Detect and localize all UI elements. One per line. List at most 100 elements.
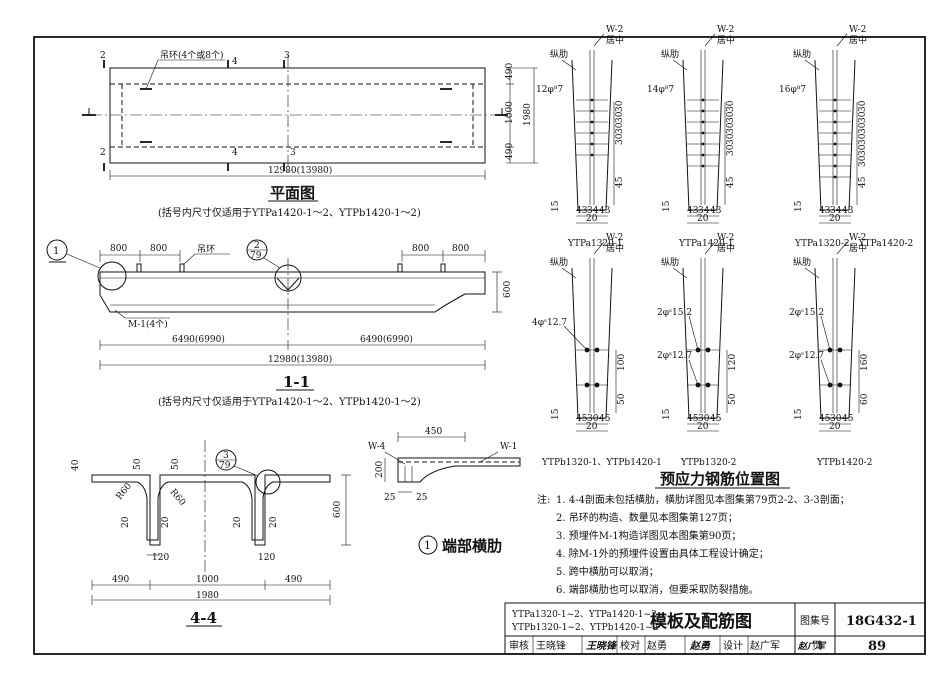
- dim-30: 30: [726, 133, 736, 145]
- rib-label-juzhong: 居中: [606, 242, 624, 254]
- dim-34: 34: [698, 206, 710, 216]
- end-rib-title: 端部横肋: [442, 537, 502, 555]
- dim-34: 34: [830, 206, 842, 216]
- rib-label-juzhong: 居中: [717, 34, 735, 46]
- note-1: 1. 4-4剖面未包括横肋，横肋详图见本图集第79页2-2、3-3剖面；: [556, 493, 850, 506]
- rebar-model-name: YTPa1320-1: [567, 239, 623, 249]
- rib-label-w2: W-2: [606, 233, 623, 243]
- elev-dim-600: 600: [503, 281, 513, 298]
- sec-dim-120a: 120: [152, 553, 169, 563]
- detail-callout-2-bottom: 79: [250, 251, 262, 261]
- dim-45b: 45: [710, 414, 722, 424]
- rebar-dot: [833, 131, 837, 135]
- note-5: 5. 跨中横肋可以取消；: [556, 565, 659, 578]
- m1-label: M-1(4个): [128, 319, 168, 330]
- dim-15: 15: [551, 200, 561, 212]
- rib-outline: [571, 267, 613, 419]
- sec-dim-1980: 1980: [196, 591, 219, 601]
- rib-label-zonglei: 纵肋: [661, 49, 679, 60]
- dim-30: 30: [726, 122, 736, 134]
- elev-dim-800c: 800: [412, 244, 429, 254]
- strand-label: 4φˢ12.7: [532, 318, 567, 328]
- dim-30: 30: [615, 111, 625, 123]
- tb-page-label: 页: [812, 640, 822, 652]
- plan-dim-length: 12980(13980): [268, 165, 332, 176]
- dim-45a: 45: [687, 414, 699, 424]
- tb-models-1: YTPa1320-1~2、YTPa1420-1~2: [511, 610, 657, 620]
- elevation-note: (括号内尺寸仅适用于YTPa1420-1～2、YTPb1420-1～2): [158, 395, 421, 408]
- dim-20: 20: [586, 422, 598, 432]
- sheet-frame: [33, 36, 926, 655]
- section-mark-4b: 4: [232, 148, 238, 158]
- sec-dim-120b: 120: [258, 553, 275, 563]
- dim-v-a: 100: [617, 354, 627, 371]
- dim-v-b: 50: [617, 393, 627, 405]
- elev-ring-label: 吊环: [197, 244, 215, 255]
- plan-outline: [109, 67, 486, 164]
- sec-dim-40: 40: [71, 459, 81, 471]
- rebar-dot: [833, 164, 837, 168]
- elev-dim-800b: 800: [150, 244, 167, 254]
- section-mark-2: 2: [100, 51, 106, 61]
- tb-page-no: 89: [868, 639, 886, 654]
- dim-45a: 45: [819, 414, 831, 424]
- rib-label-zonglei: 纵肋: [550, 257, 568, 268]
- rebar-model-name: YTPb1420-2: [816, 458, 872, 468]
- dim-30: 30: [726, 144, 736, 156]
- sec-dim-490a: 490: [112, 575, 129, 585]
- elev-dim-length: 12980(13980): [268, 354, 332, 365]
- dim-30: 30: [726, 100, 736, 112]
- dim-43a: 43: [819, 206, 831, 216]
- notes: 注: 1. 4-4剖面未包括横肋，横肋详图见本图集第79页2-2、3-3剖面； …: [537, 493, 850, 596]
- dim-30: 30: [858, 100, 868, 112]
- detail-callout-1-num: 1: [53, 246, 59, 257]
- section-4-4: 3 79 40 50 50 R60 R60 20 20 20 20 120 12…: [71, 440, 351, 627]
- rebar-dot: [833, 142, 837, 146]
- elevation-outline: [99, 271, 486, 313]
- end-rib-detail: 450 W-4 W-1 200 25 25 1 端部横肋: [368, 427, 521, 555]
- rib-label-zonglei: 纵肋: [793, 257, 811, 268]
- tb-checker-signature: 赵勇: [689, 640, 711, 652]
- detail-callout-3-top: 3: [223, 451, 229, 461]
- rebar-dot: [833, 120, 837, 124]
- dim-30: 30: [858, 111, 868, 123]
- rebar-title: 预应力钢筋位置图: [660, 470, 780, 488]
- rebar-dot: [701, 164, 705, 168]
- note-2: 2. 吊环的构造、数量见本图集第127页；: [556, 511, 738, 524]
- dim-30: 30: [858, 144, 868, 156]
- rebar-label: 16φ⁸7: [779, 85, 806, 95]
- dim-20: 20: [829, 422, 841, 432]
- rebar-dot: [701, 142, 705, 146]
- rebar-dot: [590, 98, 594, 102]
- rib-label-w2: W-2: [849, 25, 866, 35]
- elev-dim-half-b: 6490(6990): [360, 334, 413, 345]
- dim-45a: 45: [576, 414, 588, 424]
- tb-designer: 赵广军: [750, 639, 780, 652]
- rib-label-zonglei: 纵肋: [661, 257, 679, 268]
- dim-45: 45: [615, 176, 625, 188]
- elevation-view: 吊环 800 800 800 800 1 2 79 600 M-1(: [46, 239, 513, 408]
- rib-outline: [682, 267, 724, 419]
- dim-30: 30: [858, 122, 868, 134]
- rebar-dot: [701, 109, 705, 113]
- plan-view: 吊环(4个或8个) 2 4 3 2 4 3 490 1000 490 1980 …: [82, 49, 538, 219]
- rib-outline: [571, 59, 613, 211]
- section-mark-3b: 3: [290, 148, 296, 158]
- dim-45: 45: [858, 176, 868, 188]
- dim-43a: 43: [687, 206, 699, 216]
- dim-v-a: 160: [860, 354, 870, 371]
- rib-label-juzhong: 居中: [717, 242, 735, 254]
- note-6: 6. 端部横肋也可以取消，但要采取防裂措施。: [556, 583, 759, 596]
- section-title: 4-4: [190, 609, 217, 627]
- section-mark-3: 3: [284, 51, 290, 61]
- rib-outline: [814, 59, 856, 211]
- detail-zone-2: [274, 264, 302, 292]
- dim-20: 20: [829, 214, 841, 224]
- strand-label-top: 2φˢ15.2: [789, 308, 824, 318]
- dim-30: 30: [615, 122, 625, 134]
- detail-callout-2-top: 2: [254, 241, 260, 251]
